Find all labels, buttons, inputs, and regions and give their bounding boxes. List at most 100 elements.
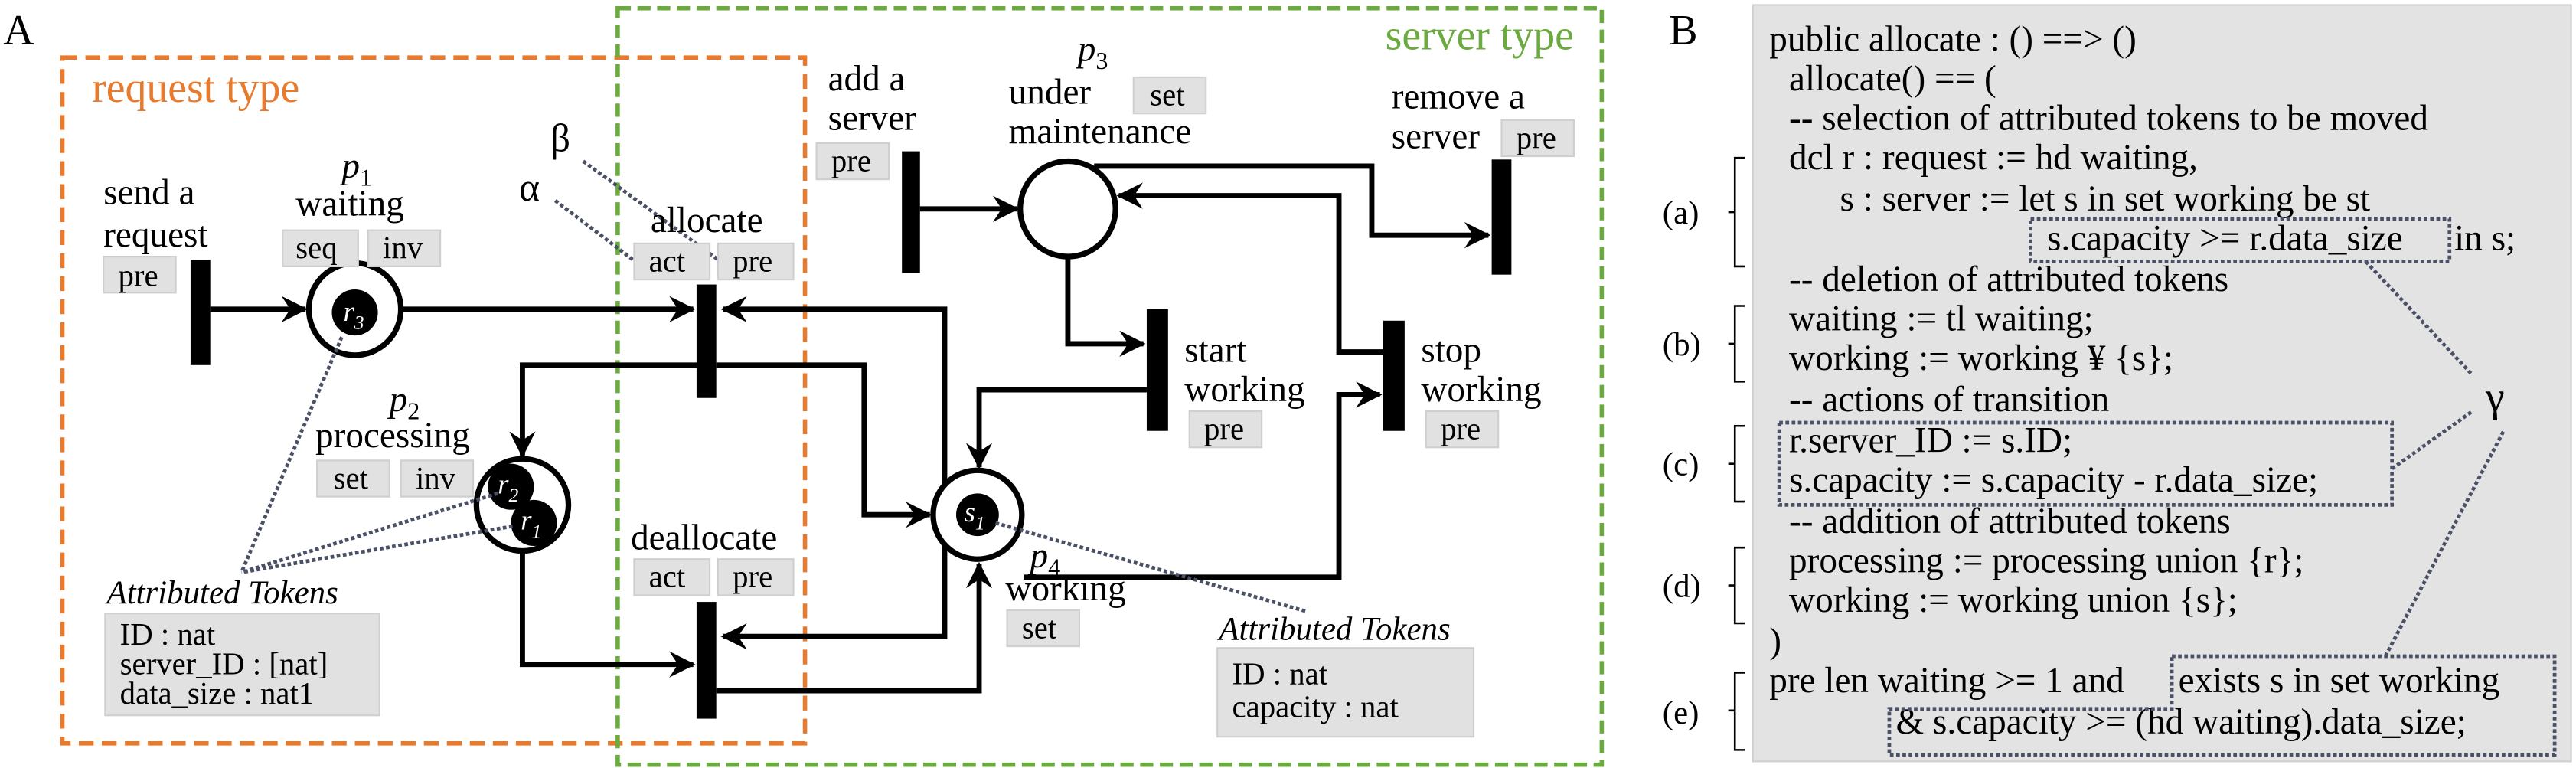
allocate-label: allocate xyxy=(651,201,763,240)
gamma-label: γ xyxy=(2485,374,2505,421)
transition-add-server[interactable] xyxy=(902,151,920,273)
request-type-region xyxy=(60,55,808,746)
send-request-pre-tag: pre xyxy=(119,259,158,293)
add-server-pre-tag: pre xyxy=(831,143,871,178)
token-r3 xyxy=(331,289,378,336)
transition-stop-working[interactable] xyxy=(1383,320,1405,431)
start-working-label-1: start xyxy=(1184,330,1246,370)
arc-p4-to-allocate xyxy=(720,296,948,491)
code-line-18: & s.capacity >= (hd waiting).data_size; xyxy=(1896,702,2467,742)
p3-id: p3 xyxy=(1076,29,1108,74)
p1-inv-tag: inv xyxy=(383,230,423,265)
p1-name: waiting xyxy=(295,184,404,224)
svg-text:(e): (e) xyxy=(1663,695,1699,731)
code-panel xyxy=(1752,4,2572,763)
arc-p4-to-deallocate xyxy=(720,539,948,650)
p4-id: p4 xyxy=(1028,536,1061,581)
r3-pointer xyxy=(240,336,344,574)
deallocate-pre-tag-bg xyxy=(717,558,795,596)
stop-working-label-1: stop xyxy=(1421,330,1481,370)
svg-text:(c): (c) xyxy=(1663,447,1699,483)
arc-allocate-to-p4 xyxy=(716,362,932,528)
token-r1 xyxy=(511,499,557,547)
p3-set-tag-bg xyxy=(1132,76,1207,115)
bracket-a: (a) xyxy=(1663,156,1745,268)
deallocate-label: deallocate xyxy=(631,518,777,557)
allocate-act-tag-bg xyxy=(633,242,711,281)
transition-allocate[interactable] xyxy=(696,284,717,398)
code-line-15: working := working union {s}; xyxy=(1789,580,2238,620)
svg-text:(b): (b) xyxy=(1663,327,1701,363)
transition-start-working[interactable] xyxy=(1146,309,1168,431)
code-line-7: -- deletion of attributed tokens xyxy=(1789,260,2228,299)
add-server-label-2: server xyxy=(828,99,917,139)
stop-working-label-2: working xyxy=(1421,370,1541,410)
token-r3-label: r3 xyxy=(344,296,364,334)
remove-server-label-1: remove a xyxy=(1392,77,1525,117)
transition-send-request[interactable] xyxy=(190,260,211,365)
p2-id: p2 xyxy=(387,380,420,425)
alpha-label: α xyxy=(519,166,540,210)
place-p3-under-maintenance[interactable] xyxy=(1017,158,1118,260)
start-working-label-2: working xyxy=(1184,370,1304,410)
p2-set-tag-bg xyxy=(316,459,390,498)
request-attributed-tokens-title: Attributed Tokens xyxy=(104,575,338,611)
token-r2 xyxy=(488,463,534,510)
code-line-1: public allocate : () ==> () xyxy=(1769,20,2137,60)
arc-p4-to-stop xyxy=(1023,381,1383,580)
gamma-pointer-e xyxy=(2383,430,2506,658)
send-request-label-2: request xyxy=(103,215,207,255)
request-field-server-id: server_ID : [nat] xyxy=(120,647,328,681)
code-line-8: waiting := tl waiting; xyxy=(1789,299,2094,339)
allocate-pre-tag-bg xyxy=(717,242,795,281)
p2-set-tag: set xyxy=(334,461,369,495)
p4-name: working xyxy=(1005,569,1125,609)
p4-set-tag: set xyxy=(1022,610,1057,645)
p3-name-2: maintenance xyxy=(1009,112,1191,152)
code-line-11: r.server_ID := s.ID; xyxy=(1789,421,2072,461)
arc-deallocate-to-p4 xyxy=(716,561,993,694)
p2-inv-tag-bg xyxy=(400,459,475,498)
server-field-id: ID : nat xyxy=(1232,656,1328,691)
deallocate-act-tag-bg xyxy=(633,558,711,596)
token-s1-label: s1 xyxy=(965,496,985,534)
code-line-3: -- selection of attributed tokens to be … xyxy=(1789,99,2428,139)
highlight-e xyxy=(1887,654,2557,757)
svg-text:(a): (a) xyxy=(1663,195,1699,231)
arc-stop-to-p3 xyxy=(1116,182,1383,355)
start-working-pre-tag: pre xyxy=(1204,411,1244,446)
token-s1 xyxy=(955,493,999,537)
panel-b-label: B xyxy=(1669,7,1697,54)
send-request-label-1: send a xyxy=(103,172,194,212)
request-attributed-tokens-box xyxy=(104,613,380,717)
code-line-6b: in s; xyxy=(2454,218,2516,258)
deallocate-pre-tag: pre xyxy=(733,560,772,594)
start-working-pre-tag-bg xyxy=(1188,410,1263,449)
code-line-2: allocate() == ( xyxy=(1789,59,1996,99)
code-line-12: s.capacity := s.capacity - r.data_size; xyxy=(1789,460,2318,500)
add-server-pre-tag-bg xyxy=(815,142,890,181)
p1-seq-tag-bg xyxy=(282,229,359,268)
code-line-10: -- actions of transition xyxy=(1789,380,2109,420)
transition-deallocate[interactable] xyxy=(696,602,717,719)
arc-allocate-to-p2 xyxy=(509,362,707,458)
add-server-label-1: add a xyxy=(828,59,906,99)
remove-server-label-2: server xyxy=(1392,116,1481,156)
alpha-pointer xyxy=(553,199,639,265)
highlight-c xyxy=(1777,420,2395,507)
server-type-label: server type xyxy=(1386,11,1574,59)
server-attributed-tokens-title: Attributed Tokens xyxy=(1216,611,1450,647)
bracket-b: (b) xyxy=(1663,305,1745,383)
deallocate-act-tag: act xyxy=(649,560,686,594)
beta-label: β xyxy=(550,117,570,161)
transition-remove-server[interactable] xyxy=(1491,159,1512,275)
request-field-id: ID : nat xyxy=(120,617,216,652)
bracket-c: (c) xyxy=(1663,424,1745,503)
request-type-label: request type xyxy=(92,64,299,112)
p2-inv-tag: inv xyxy=(416,461,456,495)
p2-name: processing xyxy=(315,416,470,456)
arc-p3-to-remove xyxy=(1094,163,1491,249)
code-line-13: -- addition of attributed tokens xyxy=(1789,502,2231,541)
p1-seq-tag: seq xyxy=(295,230,337,265)
